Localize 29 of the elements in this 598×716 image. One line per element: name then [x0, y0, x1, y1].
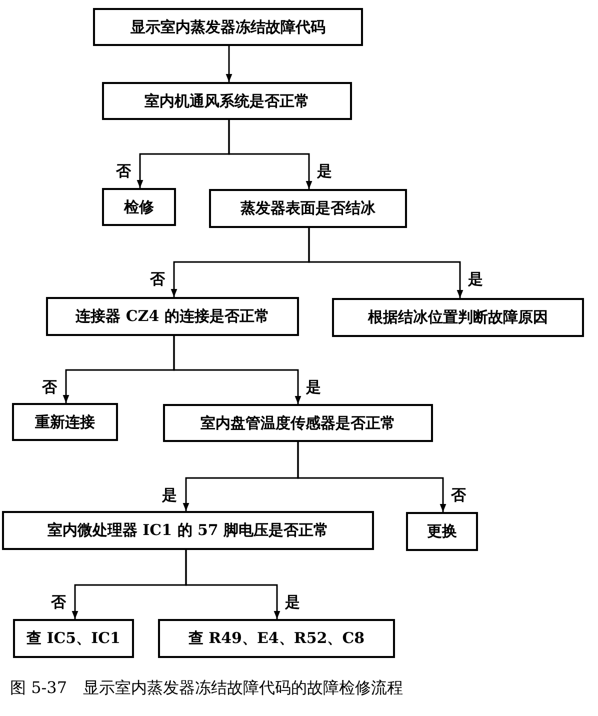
process-box: 重新连接: [12, 403, 118, 441]
process-box: 显示室内蒸发器冻结故障代码: [93, 8, 363, 46]
process-box: 室内机通风系统是否正常: [102, 82, 352, 120]
edge-label: 否: [42, 380, 57, 395]
edge-label: 否: [451, 488, 466, 503]
edge-label: 否: [150, 272, 165, 287]
arrow: [185, 550, 280, 619]
edge-label: 是: [162, 488, 177, 503]
process-box: 检修: [102, 188, 176, 226]
edge-label: 是: [317, 164, 332, 179]
arrow: [297, 442, 446, 512]
process-box: 查 IC5、IC1: [13, 619, 134, 658]
arrow: [308, 228, 464, 298]
edge-label: 否: [51, 595, 66, 610]
edge-label: 是: [306, 380, 321, 395]
process-box: 室内盘管温度传感器是否正常: [163, 404, 433, 442]
process-box: 查 R49、E4、R52、C8: [158, 619, 395, 658]
edge-label: 是: [468, 272, 483, 287]
arrow: [226, 46, 232, 82]
arrow: [228, 120, 312, 189]
edge-label: 否: [116, 164, 131, 179]
process-box: 蒸发器表面是否结冰: [209, 189, 407, 228]
process-box: 室内微处理器 IC1 的 57 脚电压是否正常: [2, 511, 374, 550]
process-box: 更换: [406, 512, 478, 551]
arrow: [173, 336, 302, 404]
process-box: 连接器 CZ4 的连接是否正常: [46, 297, 299, 336]
process-box: 根据结冰位置判断故障原因: [332, 298, 584, 337]
edge-label: 是: [285, 595, 300, 610]
caption: 图 5-37 显示室内蒸发器冻结故障代码的故障检修流程: [10, 677, 404, 699]
